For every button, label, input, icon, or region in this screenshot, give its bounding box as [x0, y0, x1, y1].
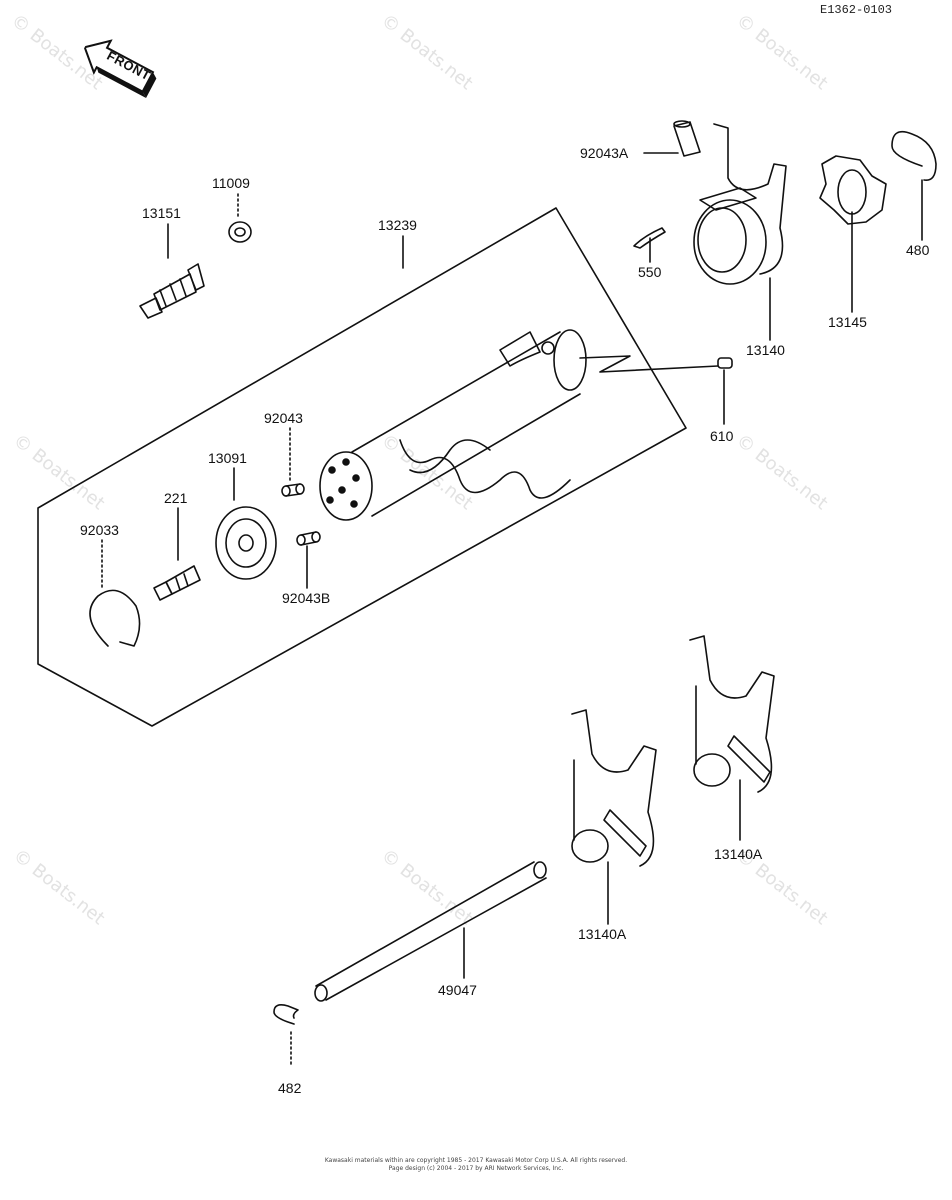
- part-label-11009[interactable]: 11009: [212, 175, 250, 191]
- part-label-482[interactable]: 482: [278, 1080, 302, 1096]
- circlip-part: [89, 589, 141, 647]
- leader-610-pointer: [579, 355, 719, 373]
- pin-a-part: [673, 120, 701, 157]
- assembly-bracket: [37, 207, 687, 727]
- part-label-92043A[interactable]: 92043A: [580, 145, 629, 161]
- part-label-13140[interactable]: 13140: [746, 342, 785, 358]
- gasket-part-hole: [234, 227, 246, 237]
- gasket-part: [228, 221, 252, 243]
- screw-part: [153, 565, 201, 601]
- footer-copyright: Kawasaki materials within are copyright …: [324, 1157, 628, 1164]
- part-label-92033[interactable]: 92033: [80, 522, 119, 538]
- part-label-13239[interactable]: 13239: [378, 217, 417, 233]
- part-label-92043[interactable]: 92043: [264, 410, 303, 426]
- circlip-480-part: [891, 130, 937, 181]
- part-label-221[interactable]: 221: [164, 490, 188, 506]
- part-label-13140A-right[interactable]: 13140A: [714, 846, 763, 862]
- shift-fork-a-right-part: [689, 635, 775, 793]
- pin-part: [281, 483, 305, 497]
- part-label-13151[interactable]: 13151: [142, 205, 181, 221]
- front-arrow: FRONT: [75, 30, 164, 103]
- front-arrow-icon: [83, 39, 157, 98]
- shift-rod-part: [314, 861, 547, 1002]
- pin-b-part: [296, 531, 321, 546]
- part-label-610[interactable]: 610: [710, 428, 734, 444]
- diagram-code: E1362-0103: [820, 3, 893, 17]
- part-label-13145[interactable]: 13145: [828, 314, 867, 330]
- part-label-13091[interactable]: 13091: [208, 450, 247, 466]
- shift-drum-part: [319, 329, 587, 521]
- part-label-480[interactable]: 480: [906, 242, 930, 258]
- part-label-13140A-left[interactable]: 13140A: [578, 926, 627, 942]
- drum-plate-part: [215, 506, 277, 580]
- clip-482-part: [273, 1004, 299, 1025]
- neutral-switch-part: [139, 263, 205, 319]
- part-label-550[interactable]: 550: [638, 264, 662, 280]
- part-label-92043B[interactable]: 92043B: [282, 590, 331, 606]
- pin-610-part: [717, 357, 733, 369]
- cam-part: [819, 155, 887, 225]
- part-label-49047[interactable]: 49047: [438, 982, 477, 998]
- footer-design-credit: Page design (c) 2004 - 2017 by ARI Netwo…: [388, 1165, 564, 1172]
- shift-fork-part: [693, 123, 787, 285]
- shift-fork-a-left-part: [571, 709, 657, 867]
- cotter-pin-part: [633, 227, 666, 249]
